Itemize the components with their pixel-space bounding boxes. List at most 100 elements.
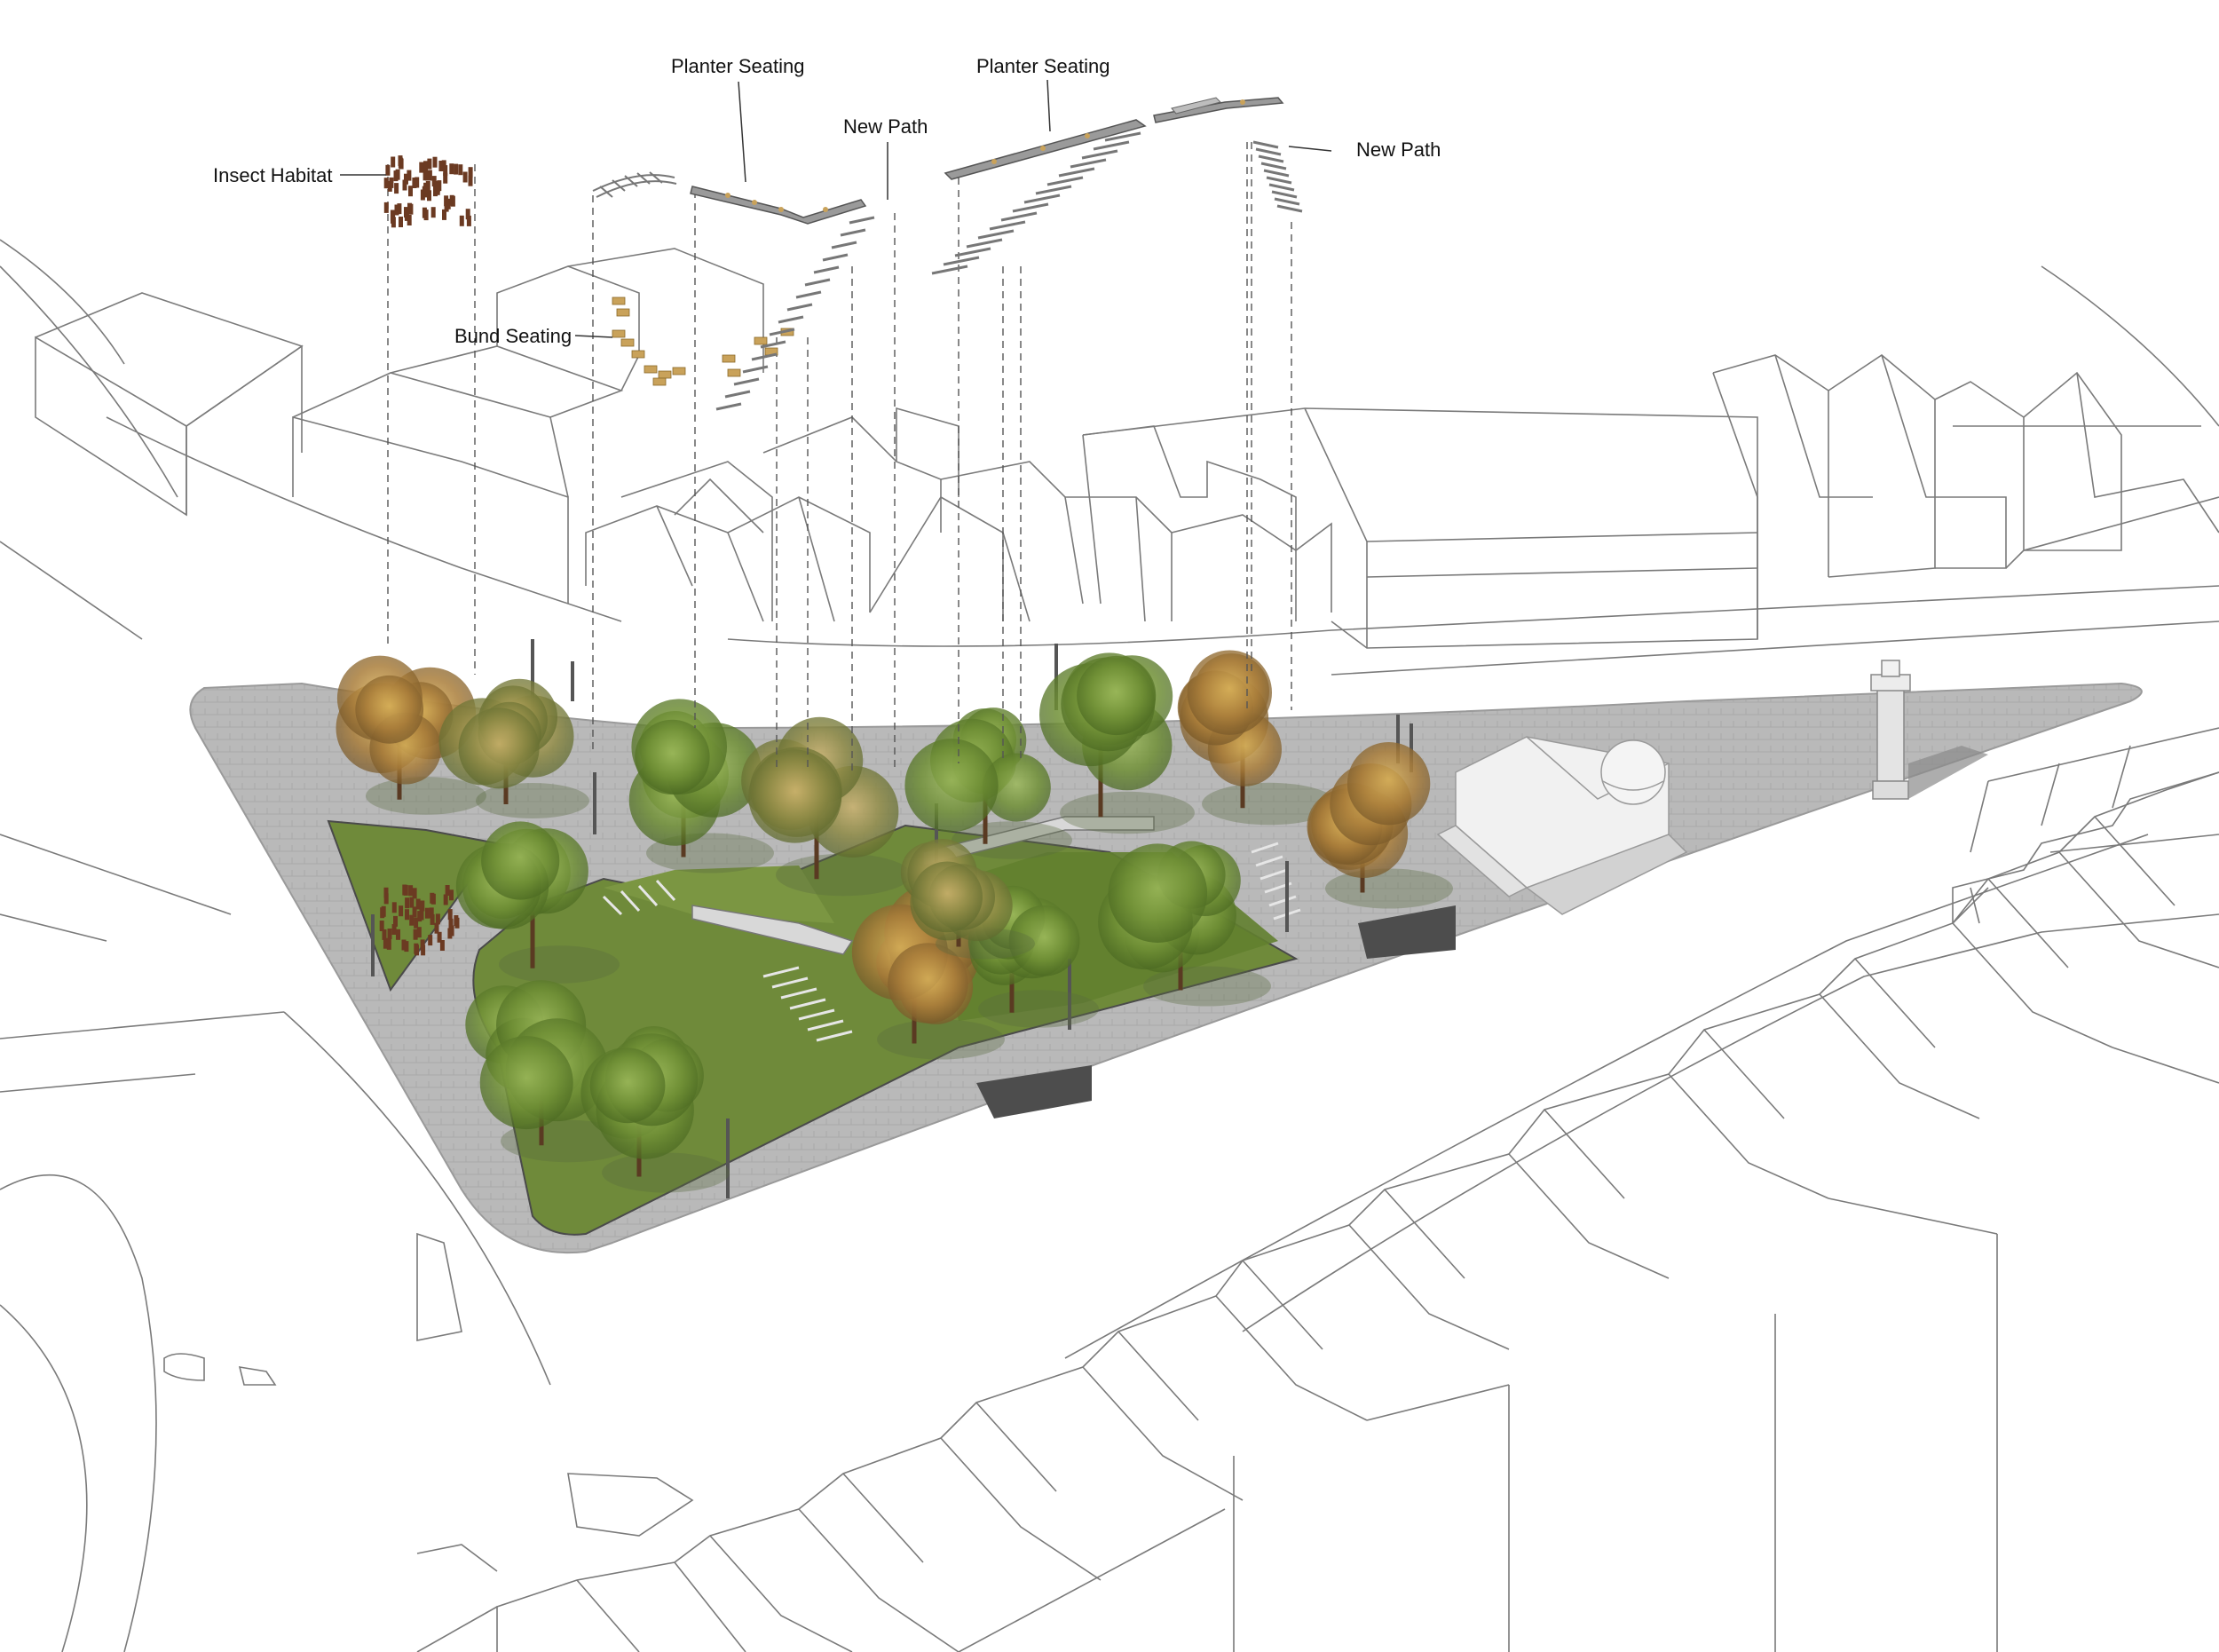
tree-shadow (602, 1152, 730, 1193)
habitat-post (396, 929, 400, 940)
tree-canopy (1108, 843, 1208, 943)
habitat-post (427, 170, 432, 181)
path-step (778, 315, 804, 324)
habitat-post (465, 209, 470, 220)
trees (336, 650, 1453, 1193)
tree-canopy (1008, 905, 1080, 976)
annotation-labels: Insect Habitat Bund Seating Planter Seat… (213, 55, 1441, 347)
habitat-post (383, 178, 389, 189)
monument (1870, 660, 1988, 800)
habitat-post (403, 884, 408, 896)
path-step (1276, 204, 1303, 213)
path-step (786, 303, 813, 312)
habitat-post (446, 198, 451, 209)
habitat-post (434, 922, 439, 934)
path-step (1093, 140, 1130, 151)
habitat-post (445, 885, 450, 896)
path-step (1274, 197, 1300, 206)
habitat-post (404, 941, 409, 952)
habitat-post (405, 897, 410, 909)
new-path-left (715, 216, 875, 411)
path-step (977, 229, 1015, 240)
habitat-post (430, 207, 436, 218)
habitat-post (447, 909, 453, 921)
habitat-post (430, 913, 435, 925)
path-step (1070, 158, 1107, 169)
planter-seating-left (690, 186, 867, 225)
habitat-post (443, 172, 448, 184)
tree-canopy (1077, 655, 1157, 736)
tree-canopy (635, 719, 710, 795)
habitat-post (420, 900, 425, 912)
label-planter-seating-right: Planter Seating (976, 55, 1110, 77)
habitat-post (435, 184, 440, 195)
planter-walls (691, 816, 1456, 1118)
habitat-post (430, 893, 436, 905)
habitat-post (449, 194, 454, 206)
habitat-post (447, 928, 453, 939)
habitat-post (408, 186, 413, 197)
habitat-post (408, 885, 414, 897)
habitat-post (443, 165, 448, 177)
habitat-post (394, 204, 399, 216)
path-step (751, 352, 778, 361)
park-steps (602, 842, 1301, 1042)
path-step (1023, 194, 1061, 204)
habitat-post (423, 182, 429, 194)
habitat-post (391, 156, 396, 168)
path-step (733, 377, 760, 386)
tree-shadow (366, 777, 486, 815)
habitat-post (383, 893, 389, 905)
habitat-post (442, 209, 446, 220)
path-step (1058, 167, 1095, 178)
insect-habitat-ground (379, 884, 460, 956)
habitat-post (409, 897, 415, 908)
habitat-post (417, 911, 422, 922)
habitat-post (398, 155, 403, 167)
tree-canopy (481, 821, 560, 900)
tree-shadow (1202, 782, 1337, 826)
habitat-post (425, 170, 430, 181)
habitat-post (380, 907, 385, 919)
path-step (831, 241, 857, 249)
habitat-post (394, 183, 399, 194)
tree-canopy (982, 753, 1051, 822)
planter-seating-right (944, 97, 1284, 180)
habitat-post (448, 918, 454, 929)
path-step (1081, 149, 1118, 160)
label-new-path-right: New Path (1356, 138, 1441, 161)
habitat-post (415, 945, 419, 956)
insect-habitat-exploded (383, 155, 473, 228)
habitat-post (443, 894, 448, 905)
habitat-post (407, 170, 412, 181)
habitat-post (462, 171, 468, 183)
path-step (769, 328, 795, 336)
habitat-post (454, 163, 459, 175)
path-step (966, 238, 1003, 249)
tree-shadow (952, 821, 1072, 859)
context-buildings (0, 239, 2219, 1652)
habitat-post (458, 164, 463, 176)
habitat-post (404, 207, 408, 218)
path-step (822, 253, 849, 262)
habitat-post (382, 929, 387, 940)
path-step (1260, 162, 1287, 170)
habitat-post (399, 905, 404, 917)
path-step (1000, 211, 1038, 222)
path-step (840, 228, 866, 237)
habitat-post (391, 924, 397, 935)
habitat-post (416, 927, 422, 938)
tree-canopy (748, 749, 842, 843)
habitat-post (402, 179, 407, 191)
habitat-post (425, 181, 430, 192)
tree-shadow (776, 853, 911, 897)
tree-shadow (877, 1019, 1005, 1060)
habitat-post (407, 215, 412, 225)
habitat-post (397, 203, 402, 215)
habitat-post (432, 156, 438, 168)
tree-shadow (978, 990, 1099, 1028)
habitat-post (415, 177, 420, 188)
habitat-post (438, 161, 444, 171)
path-step (849, 216, 875, 225)
